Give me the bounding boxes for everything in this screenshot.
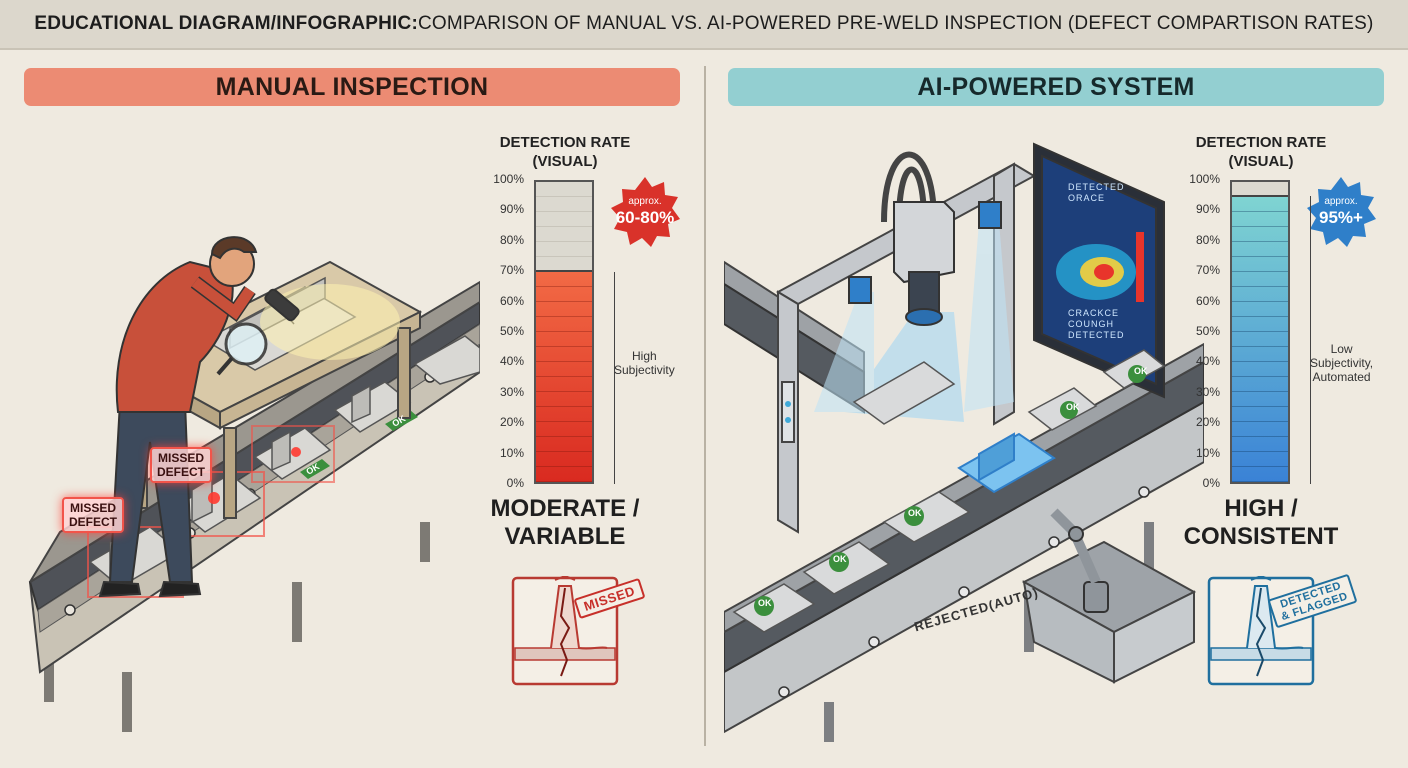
badge-starburst-red (611, 177, 680, 247)
conveyor-rollers-ai (778, 486, 1150, 698)
inspection-camera (848, 151, 1002, 326)
screen-top-line1: DETECTED (1068, 182, 1125, 192)
badge-starburst-blue (1307, 177, 1376, 247)
screen-bottom-line1: CRACKCE (1068, 308, 1120, 318)
ok-check-label: OK (1134, 366, 1148, 376)
page-title-bold: EDUCATIONAL DIAGRAM/INFOGRAPHIC: (34, 13, 418, 34)
ai-verdict: HIGH / CONSISTENT (1176, 495, 1346, 551)
reject-bin (1021, 540, 1197, 684)
page-title-rest: COMPARISON OF MANUAL VS. AI-POWERED PRE-… (417, 13, 1374, 34)
ai-detection-gauge (1230, 180, 1290, 484)
manual-badge-small: approx. (628, 196, 662, 207)
y-tick-label: 90% (499, 202, 524, 217)
manual-verdict: MODERATE / VARIABLE (480, 495, 650, 551)
manual-chart-title-line2: (VISUAL) (532, 153, 598, 170)
heatmap-monitor (1033, 142, 1165, 399)
manual-banner: MANUAL INSPECTION (24, 68, 680, 106)
screen-text-top: DETECTED ORACE (1068, 182, 1125, 204)
ok-check-label: OK (758, 598, 772, 608)
missed-defect-callout-1: MISSED DEFECT (150, 447, 212, 483)
manual-verdict-line1: MODERATE / (490, 495, 640, 522)
manual-inspection-illustration (28, 236, 480, 732)
ai-banner: AI-POWERED SYSTEM (728, 68, 1384, 106)
ok-check-label: OK (1066, 402, 1080, 412)
y-tick-label: 90% (1195, 202, 1220, 217)
ok-check-label: OK (908, 508, 922, 518)
manual-gauge-fill (536, 270, 592, 482)
y-tick-label: 70% (499, 263, 524, 278)
manual-badge-value: 60-80% (615, 208, 675, 227)
y-tick-label: 30% (1195, 384, 1220, 399)
page-title: EDUCATIONAL DIAGRAM/INFOGRAPHIC: COMPARI… (0, 0, 1408, 50)
ai-rate-badge: approx. 95%+ (1304, 175, 1378, 249)
callout-1-line1: MISSED (157, 451, 204, 465)
y-tick-label: 10% (499, 445, 524, 460)
conveyor-legs-ai (824, 522, 1154, 742)
y-tick-label: 20% (499, 415, 524, 430)
ai-chart-title: DETECTION RATE (VISUAL) (1176, 133, 1346, 171)
ai-subjectivity-note: Low Subjectivity, Automated (1310, 342, 1373, 384)
screen-bottom-line2: COUNGH (1068, 319, 1114, 329)
y-tick-label: 0% (1202, 476, 1220, 490)
y-tick-label: 100% (1189, 172, 1220, 186)
y-tick-label: 30% (499, 384, 524, 399)
y-tick-label: 100% (493, 172, 524, 186)
manual-rate-badge: approx. 60-80% (608, 175, 682, 249)
robot-arm (1050, 508, 1109, 613)
y-tick-label: 0% (506, 476, 524, 490)
ai-subjectivity-bracket (1302, 196, 1311, 484)
callout-2-line1: MISSED (69, 501, 116, 515)
conveyor-legs (44, 522, 430, 732)
manual-note-line2: Subjectivity (614, 363, 675, 377)
flashlight-glow (260, 284, 400, 360)
y-tick-label: 40% (1195, 354, 1220, 369)
ai-verdict-line2: CONSISTENT (1183, 523, 1339, 550)
manual-chart-title: DETECTION RATE (VISUAL) (480, 133, 650, 171)
y-tick-label: 20% (1195, 415, 1220, 430)
manual-verdict-line2: VARIABLE (504, 523, 626, 550)
y-tick-label: 40% (499, 354, 524, 369)
manual-subjectivity-note: High Subjectivity (614, 349, 675, 377)
ai-system-illustration (724, 142, 1204, 742)
ai-gauge-fill (1232, 195, 1288, 482)
ai-note-line3: Automated (1312, 370, 1371, 384)
ai-verdict-line1: HIGH / (1224, 495, 1298, 522)
y-tick-label: 80% (1195, 232, 1220, 247)
ai-badge-value: 95%+ (1319, 208, 1363, 227)
y-tick-label: 80% (499, 232, 524, 247)
manual-note-line1: High (632, 349, 657, 363)
callout-2-line2: DEFECT (69, 515, 117, 529)
y-tick-label: 60% (1195, 293, 1220, 308)
manual-detection-gauge (534, 180, 594, 484)
panel-divider (704, 66, 706, 746)
manual-subjectivity-bracket (606, 272, 615, 484)
ai-note-line1: Low (1330, 342, 1353, 356)
y-tick-label: 10% (1195, 445, 1220, 460)
y-tick-label: 60% (499, 293, 524, 308)
ai-chart-title-line1: DETECTION RATE (1195, 134, 1327, 151)
y-tick-label: 50% (499, 324, 524, 338)
screen-top-line2: ORACE (1068, 193, 1106, 203)
manual-chart-title-line1: DETECTION RATE (499, 134, 631, 151)
callout-1-line2: DEFECT (157, 465, 205, 479)
y-tick-label: 50% (1195, 324, 1220, 338)
flagged-part (957, 432, 1056, 494)
y-tick-label: 70% (1195, 263, 1220, 278)
missed-defect-callout-2: MISSED DEFECT (62, 497, 124, 533)
ai-chart-title-line2: (VISUAL) (1228, 153, 1294, 170)
ok-check-label: OK (833, 554, 847, 564)
screen-text-bottom: CRACKCE COUNGH DETECTED (1068, 308, 1125, 341)
ai-note-line2: Subjectivity, (1310, 356, 1374, 370)
ai-badge-small: approx. (1324, 196, 1358, 207)
screen-bottom-line3: DETECTED (1068, 330, 1125, 340)
ok-checkmarks-ai (754, 365, 1146, 616)
